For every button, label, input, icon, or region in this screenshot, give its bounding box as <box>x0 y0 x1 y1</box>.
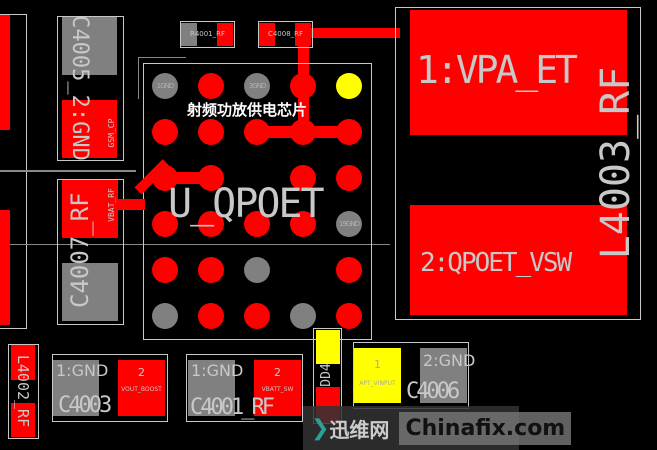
c4003-gnd-pad[interactable] <box>53 360 99 416</box>
chip-note: 射频功放供电芯片 <box>187 101 308 119</box>
c4001-pad2-net: VBATT_SW <box>261 386 294 393</box>
chip-pad[interactable] <box>198 165 224 191</box>
guide-line <box>0 170 136 172</box>
l4003-pad2[interactable] <box>410 205 627 315</box>
chip-pad[interactable] <box>336 119 362 145</box>
chip-pad[interactable] <box>152 303 178 329</box>
c4005-sub: GSM_CP <box>107 118 116 148</box>
c4007-label: C4007_RF <box>66 192 94 308</box>
c4001-outline[interactable] <box>186 354 303 422</box>
r4001-pad1[interactable] <box>181 23 197 46</box>
c4003-outline[interactable] <box>52 354 168 422</box>
trace <box>117 199 145 210</box>
r4001-outline[interactable] <box>180 21 235 48</box>
l4003-pad1-label: 1:VPA_ET <box>416 48 578 92</box>
chip-pad[interactable] <box>336 73 362 99</box>
l4003-pad1[interactable] <box>410 10 627 135</box>
c4003-label: C4003 <box>58 393 112 418</box>
l4002-pad2[interactable] <box>11 403 35 437</box>
c4001-pad1-label: 1:GND <box>191 361 244 380</box>
watermark-en: Chinafix.com <box>399 411 572 445</box>
c4007-sub: VBAT_RF <box>107 188 116 222</box>
chip-pad[interactable]: 19GND <box>336 211 362 237</box>
c4001-pad2[interactable] <box>254 360 301 416</box>
guide-line <box>10 244 390 245</box>
watermark: ❯ 迅维网 Chinafix.com <box>303 406 572 450</box>
chip-pad[interactable] <box>244 257 270 283</box>
c4005-outline[interactable] <box>57 16 124 161</box>
c4005-pad[interactable] <box>62 100 117 158</box>
c4005-label: C4005_2:GND <box>67 15 92 161</box>
chip-pad[interactable] <box>244 303 270 329</box>
chip-pad[interactable] <box>152 257 178 283</box>
c4008-label: C4008_RF <box>267 30 304 38</box>
chip-pad[interactable] <box>244 119 270 145</box>
chip-pad[interactable] <box>152 211 178 237</box>
c4005-gnd-pad[interactable] <box>62 17 117 75</box>
left-pad-bottom[interactable] <box>0 210 10 325</box>
chip-pad[interactable] <box>336 257 362 283</box>
left-pad-top[interactable] <box>0 15 10 130</box>
c4007-pad[interactable] <box>62 180 118 238</box>
chip-pad[interactable] <box>152 119 178 145</box>
chip-pad[interactable] <box>244 211 270 237</box>
r4001-label: R4001_RF <box>189 30 226 38</box>
c4006-pad1-num: 1 <box>374 358 381 371</box>
chip-pad[interactable] <box>290 211 316 237</box>
chip-pad[interactable] <box>198 73 224 99</box>
chip-pad[interactable]: 3GND <box>244 73 270 99</box>
c4008-pad1[interactable] <box>259 23 275 46</box>
d4-label: DD4 <box>319 363 334 387</box>
c4003-pad1-label: 1:GND <box>56 361 109 380</box>
l4003-pad2-label: 2:QPOET_VSW <box>420 248 572 278</box>
chip-pad[interactable] <box>198 257 224 283</box>
chip-pad[interactable] <box>198 303 224 329</box>
c4006-pad1[interactable] <box>354 348 401 403</box>
c4006-label: C4006 <box>406 379 460 404</box>
chip-designator: U_QPOET <box>168 181 325 227</box>
silk-corner <box>138 57 139 99</box>
c4006-pad1-net: APT_VINPUT <box>359 380 396 387</box>
chip-pad[interactable] <box>198 119 224 145</box>
c4003-pad2-num: 2 <box>138 366 145 379</box>
c4001-pad2-num: 2 <box>274 366 281 379</box>
chip-pad[interactable] <box>336 165 362 191</box>
l4002-outline[interactable] <box>8 344 39 439</box>
r4001-pad2[interactable] <box>217 23 233 46</box>
c4008-pad2[interactable] <box>295 23 311 46</box>
l4002-label: L4002_RF <box>14 354 32 428</box>
l4003-outline[interactable] <box>395 7 641 320</box>
chip-pad[interactable] <box>290 119 316 145</box>
c4001-gnd-pad[interactable] <box>188 360 235 416</box>
c4006-pad2-label: 2:GND <box>423 351 476 370</box>
chip-pad[interactable] <box>290 73 316 99</box>
trace <box>310 28 400 38</box>
chip-pad[interactable] <box>290 165 316 191</box>
chip-pad[interactable] <box>290 303 316 329</box>
c4001-label: C4001_RF <box>190 395 275 420</box>
watermark-logo-icon: ❯ <box>311 415 330 441</box>
l4003-label: L4003_RF <box>593 66 639 260</box>
c4008-outline[interactable] <box>258 21 313 48</box>
c4007-gnd-pad[interactable] <box>62 263 118 321</box>
c4003-pad2-net: VOUT_BOOST <box>121 386 162 393</box>
chip-pad[interactable]: 1GND <box>152 73 178 99</box>
c4006-gnd-pad[interactable] <box>420 348 467 403</box>
watermark-cn: 迅维网 <box>329 417 390 442</box>
d4-pad1[interactable] <box>316 330 340 364</box>
c4003-pad2[interactable] <box>118 360 165 416</box>
silk-corner <box>138 57 186 58</box>
c4007-outline[interactable] <box>57 179 124 325</box>
chip-pad[interactable] <box>152 165 178 191</box>
l4002-pad1[interactable] <box>11 345 35 380</box>
chip-pad[interactable] <box>336 303 362 329</box>
chip-pad[interactable] <box>198 211 224 237</box>
